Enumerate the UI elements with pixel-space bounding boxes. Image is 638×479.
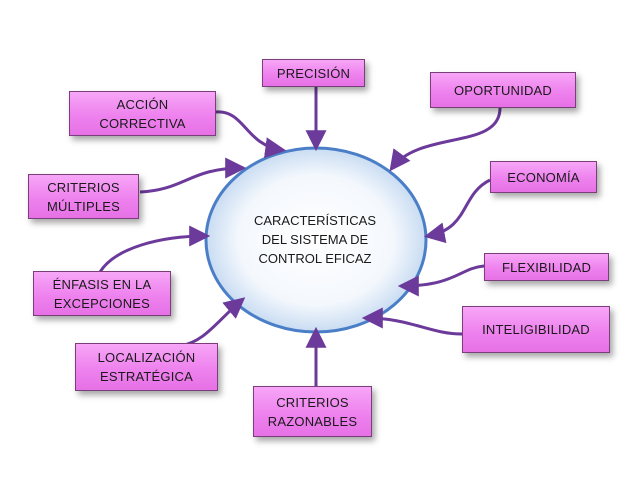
- node-inteligibilidad: INTELIGIBILIDAD: [462, 306, 610, 353]
- connector-flexibilidad: [397, 264, 485, 297]
- node-criterios-razonables: CRITERIOS RAZONABLES: [253, 386, 372, 437]
- node-enfasis: ÉNFASIS EN LA EXCEPCIONES: [33, 271, 171, 316]
- connector-criterios-multiples: [139, 157, 247, 194]
- connector-oportunidad: [389, 107, 502, 172]
- connector-economia: [423, 178, 491, 244]
- node-localizacion: LOCALIZACIÓN ESTRATÉGICA: [75, 343, 218, 391]
- node-criterios-multiples: CRITERIOS MÚLTIPLES: [28, 174, 139, 219]
- node-oportunidad: OPORTUNIDAD: [430, 72, 576, 108]
- connector-localizacion: [179, 297, 246, 348]
- node-precision: PRECISIÓN: [262, 59, 365, 87]
- node-flexibilidad: FLEXIBILIDAD: [484, 253, 609, 281]
- connector-accion-correctiva: [215, 110, 287, 159]
- node-accion-correctiva: ACCIÓN CORRECTIVA: [69, 91, 216, 136]
- connector-inteligibilidad: [361, 307, 463, 336]
- center-label: CARACTERÍSTICAS DEL SISTEMA DE CONTROL E…: [253, 212, 377, 266]
- node-economia: ECONOMÍA: [490, 161, 597, 193]
- connector-enfasis: [98, 225, 211, 273]
